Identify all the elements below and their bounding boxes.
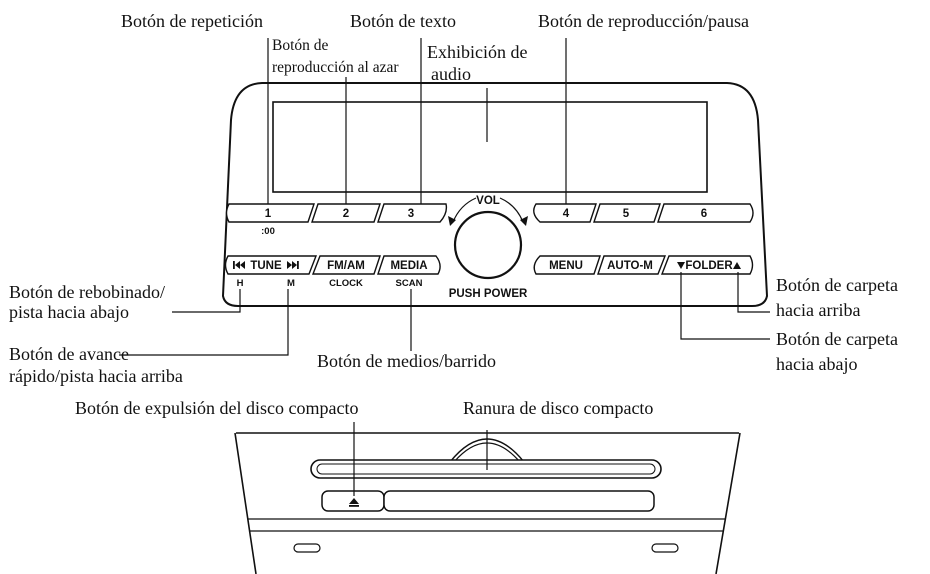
callout-shuffle-line2: reproducción al azar (272, 59, 399, 76)
media-button[interactable]: MEDIA (377, 255, 441, 275)
leader-ffwd (119, 289, 289, 356)
folder-label: FOLDER (685, 260, 733, 272)
leader-rewind (172, 289, 241, 313)
media-label: MEDIA (390, 260, 427, 272)
fm-am-label: FM/AM (327, 260, 365, 272)
tune-left-sublabel: H (237, 278, 244, 289)
eject-icon (349, 498, 359, 507)
skip-forward-icon (287, 261, 299, 269)
audio-display (272, 101, 708, 193)
callout-play-pause: Botón de reproducción/pausa (538, 11, 749, 31)
callout-ffwd-line2: rápido/pista hacia arriba (9, 366, 183, 386)
cd-mount-hole-right (651, 543, 679, 553)
preset-5-label: 5 (623, 208, 630, 220)
preset-3-label: 3 (408, 208, 414, 220)
skip-back-icon (233, 261, 245, 269)
preset-1-label: 1 (265, 208, 272, 220)
tune-button[interactable]: TUNE (224, 255, 318, 275)
callout-repeat-button: Botón de repetición (121, 11, 263, 31)
push-power-label: PUSH POWER (449, 288, 528, 300)
cd-slot[interactable] (310, 438, 662, 479)
callout-text-button: Botón de texto (350, 11, 456, 31)
cd-lower-bar (383, 490, 655, 512)
preset-4-label: 4 (563, 208, 570, 220)
callout-media-scan: Botón de medios/barrido (317, 351, 496, 371)
cd-eject-button[interactable] (321, 490, 385, 512)
callout-shuffle-line1: Botón de (272, 37, 329, 54)
volume-knob[interactable] (453, 210, 523, 280)
callout-rewind-line2: pista hacia abajo (9, 302, 129, 322)
callout-display-line2: audio (431, 64, 471, 84)
cd-mount-hole-left (293, 543, 321, 553)
auto-m-button[interactable]: AUTO-M (597, 255, 667, 275)
preset-2-label: 2 (343, 208, 349, 220)
preset-button-2[interactable]: 2 (311, 203, 381, 223)
preset-button-4[interactable]: 4 (533, 203, 597, 223)
tune-label: TUNE (250, 260, 282, 272)
callout-display-line1: Exhibición de (427, 42, 527, 62)
cd-unit-faceplate (234, 432, 741, 574)
tune-right-sublabel: M (287, 278, 295, 289)
preset-1-sublabel: :00 (261, 226, 275, 237)
auto-m-label: AUTO-M (607, 260, 653, 272)
preset-button-5[interactable]: 5 (593, 203, 661, 223)
preset-6-label: 6 (701, 208, 707, 220)
callout-folder-down-line1: Botón de carpeta (776, 329, 898, 349)
triangle-down-icon (677, 262, 685, 269)
fm-am-button[interactable]: FM/AM (311, 255, 381, 275)
callout-folder-up-line2: hacia arriba (776, 300, 860, 320)
callout-slot: Ranura de disco compacto (463, 398, 653, 418)
scan-sublabel: SCAN (396, 278, 423, 289)
vol-label: VOL (476, 195, 500, 207)
leader-folder-down (680, 272, 770, 340)
preset-button-3[interactable]: 3 (377, 203, 448, 223)
callout-rewind-line1: Botón de rebobinado/ (9, 282, 165, 302)
preset-button-6[interactable]: 6 (657, 203, 754, 223)
triangle-up-icon (733, 262, 741, 269)
menu-label: MENU (549, 260, 583, 272)
preset-button-1[interactable]: 1 (225, 203, 315, 223)
volume-arc (448, 197, 528, 226)
callout-ffwd-line1: Botón de avance (9, 344, 129, 364)
clock-sublabel: CLOCK (329, 278, 363, 289)
callout-folder-up-line1: Botón de carpeta (776, 275, 898, 295)
callout-eject: Botón de expulsión del disco compacto (75, 398, 358, 418)
menu-button[interactable]: MENU (533, 255, 601, 275)
folder-button[interactable]: FOLDER (660, 255, 754, 275)
callout-folder-down-line2: hacia abajo (776, 354, 857, 374)
leader-folder-up (737, 272, 770, 313)
